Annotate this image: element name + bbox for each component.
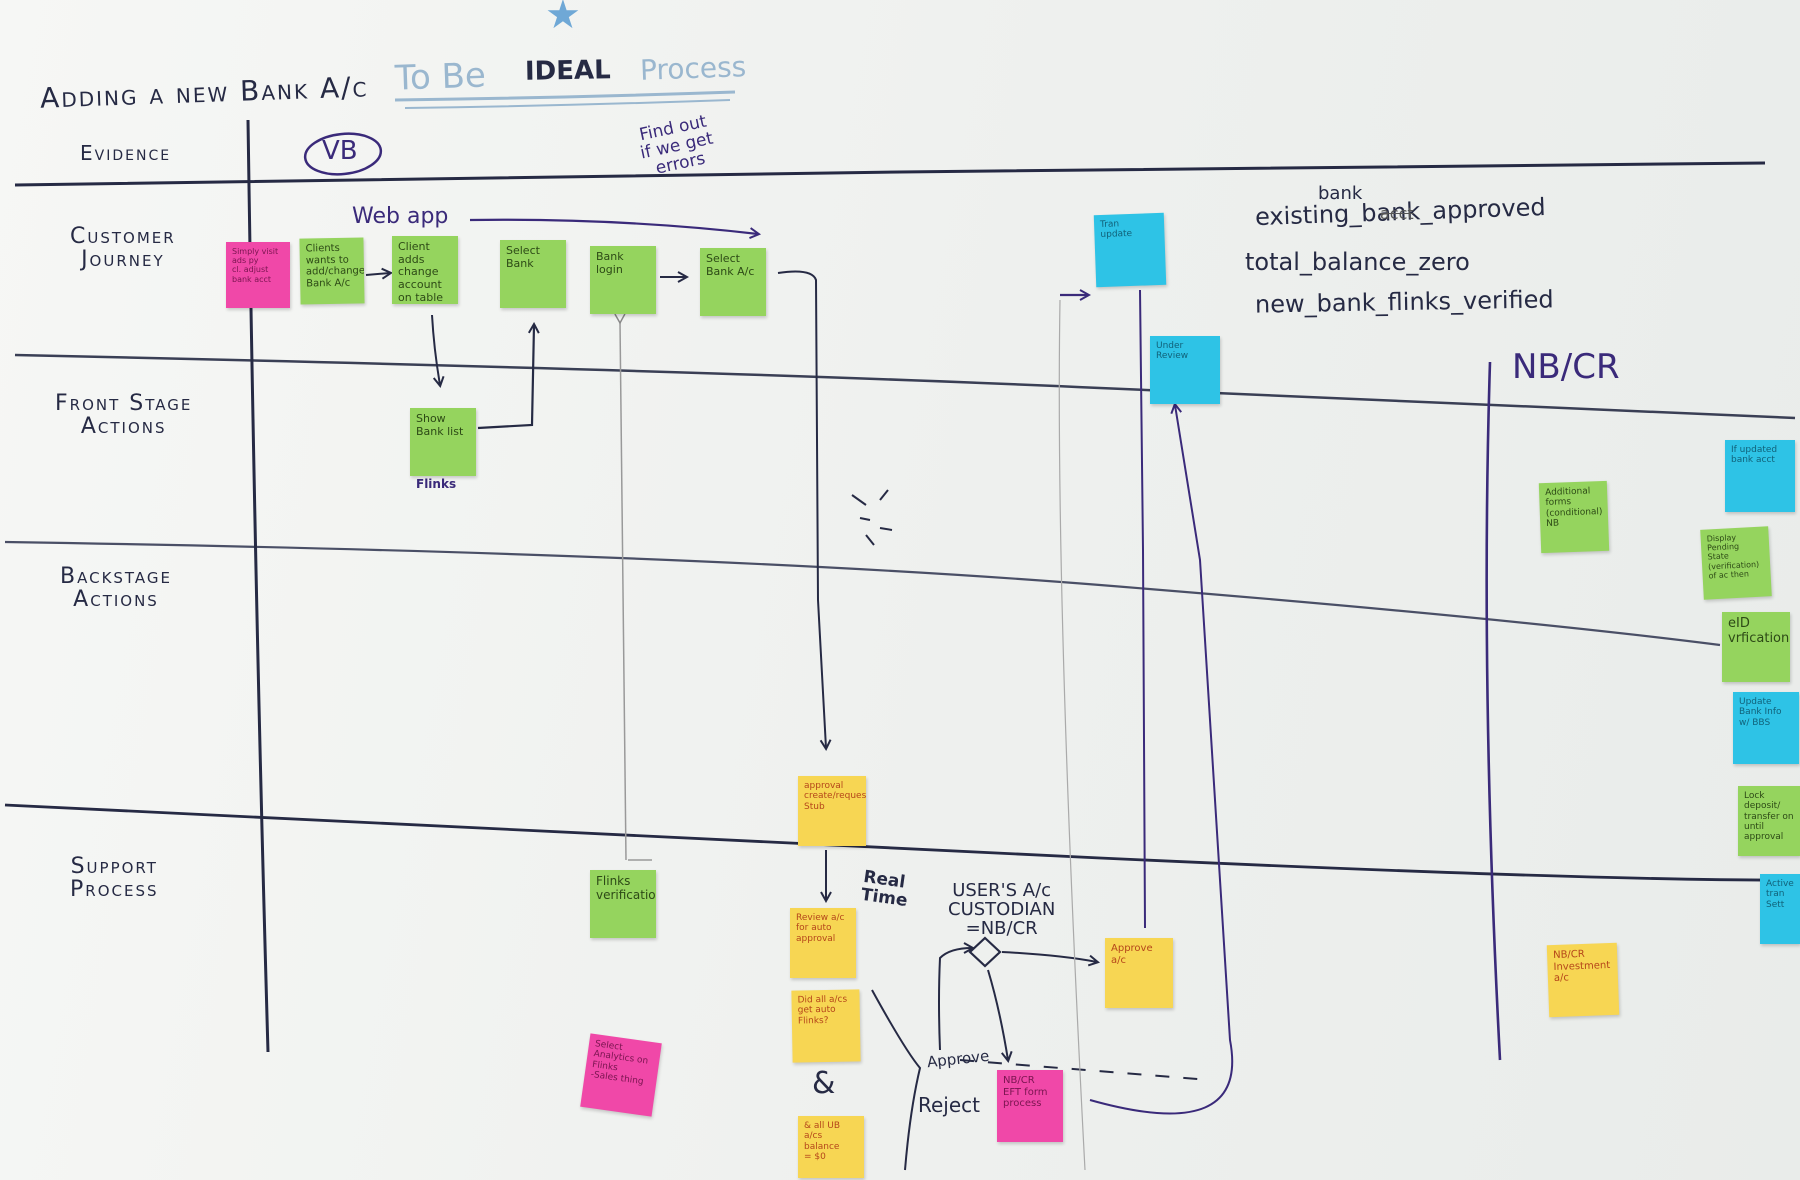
sticky-bank-login[interactable]: Bank login [590, 246, 656, 314]
lane-label-backstage: Backstage Actions [60, 564, 173, 613]
sticky-select-bank-ac[interactable]: Select Bank A/c [700, 248, 766, 316]
sticky-display-pending[interactable]: Display Pending State (verification) of … [1700, 526, 1772, 600]
lane-line-2 [14, 353, 1796, 420]
sticky-show-bank-list[interactable]: Show Bank list [410, 408, 476, 476]
vertical-divider-right [1485, 361, 1502, 1061]
sticky-under-review[interactable]: Under Review [1150, 336, 1220, 404]
sticky-additional-forms[interactable]: Additional forms (conditional) NB [1538, 480, 1610, 554]
lane-label-frontstage: Front Stage Actions [55, 391, 193, 440]
subtitle-process: Process [639, 50, 747, 87]
sticky-flinks-verification[interactable]: Flinks verification [590, 870, 656, 938]
subtitle-ideal: IDEAL [524, 55, 611, 87]
condition-strike-word: acct [1380, 204, 1414, 223]
condition-insert-word: bank [1318, 183, 1363, 204]
sticky-lock-deposit[interactable]: Lock deposit/ transfer on until approval [1738, 786, 1800, 856]
sticky-cyan-top[interactable]: Tran update [1093, 212, 1167, 288]
label-and: & [812, 1066, 836, 1101]
label-web-app: Web app [352, 204, 449, 229]
label-nbcr: NB/CR [1512, 347, 1620, 387]
lane-label-evidence: Evidence [80, 141, 172, 165]
label-real-time: Real Time [859, 866, 909, 911]
sticky-review-auto-approval[interactable]: Review a/c for auto approval [790, 908, 856, 978]
label-custodian: USER'S A/c CUSTODIAN =NB/CR [948, 880, 1056, 939]
sticky-cyan-right-bottom[interactable]: Active tran Sett [1760, 874, 1800, 944]
sticky-approve-ac[interactable]: Approve a/c [1105, 938, 1173, 1008]
star-icon: ★ [545, 0, 581, 38]
circled-vb: VB [322, 136, 358, 166]
sticky-eid-verification[interactable]: eID vrfication [1722, 612, 1790, 682]
sticky-pink-start[interactable]: Simply visit ads py cl. adjust bank acct [226, 242, 290, 308]
sticky-clients-wants[interactable]: Clients wants to add/change Bank A/c [299, 237, 365, 305]
lane-label-customer-journey: Customer Journey [70, 224, 176, 273]
lane-label-support: Support Process [70, 854, 159, 903]
sticky-nbcr-eft[interactable]: NB/CR EFT form process [997, 1070, 1063, 1142]
sticky-approval-stub[interactable]: approval create/request Stub [798, 776, 866, 846]
condition-3: new_bank_flinks_verified [1254, 285, 1554, 319]
sticky-did-all-flinks[interactable]: Did all a/cs get auto Flinks? [791, 989, 861, 1063]
condition-2: total_balance_zero [1245, 248, 1470, 276]
sticky-pink-analytics[interactable]: Select Analytics on Flinks -Sales thing [580, 1033, 662, 1117]
sticky-all-balance-zero[interactable]: & all UB a/cs balance = $0 [798, 1116, 864, 1178]
sticky-nbcr-investment[interactable]: NB/CR Investment a/c [1546, 942, 1620, 1018]
subtitle-to-be: To Be [394, 55, 487, 99]
lane-line-3 [4, 540, 1721, 647]
lane-line-1 [14, 161, 1766, 187]
sticky-update-bank-info[interactable]: Update Bank Info w/ BBS [1733, 692, 1799, 764]
sticky-cyan-right-top[interactable]: If updated bank acct [1725, 440, 1795, 512]
sticky-select-bank[interactable]: Select Bank [500, 240, 566, 308]
lane-line-4 [4, 803, 1796, 882]
label-reject: Reject [918, 1093, 981, 1117]
sticky-client-change[interactable]: Client adds change account on table [392, 236, 458, 304]
label-flinks: Flinks [416, 477, 457, 491]
